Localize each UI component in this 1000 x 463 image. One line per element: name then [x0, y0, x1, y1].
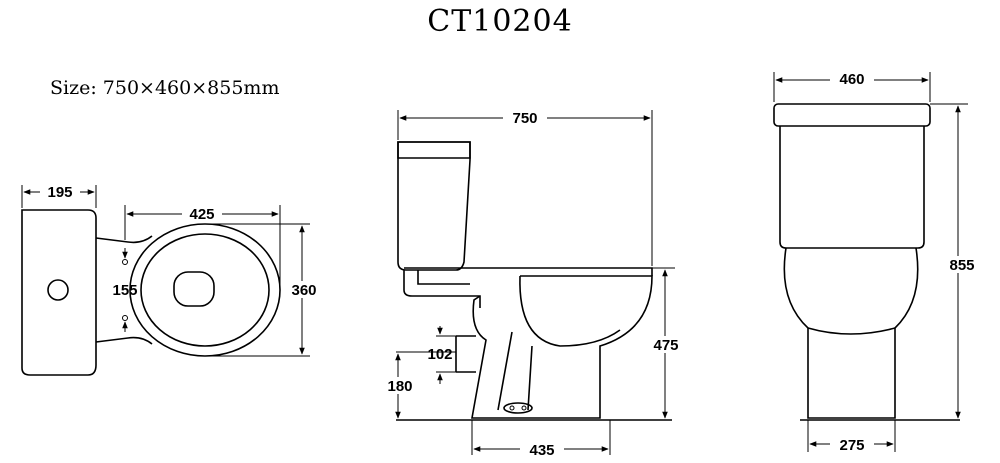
dim-360: 360: [291, 282, 316, 299]
top-view-opening: [173, 271, 215, 307]
front-view: 460 855 275: [773, 71, 982, 454]
side-view-tank: [397, 141, 471, 271]
model-title: CT10204: [427, 4, 573, 39]
top-view-bowl: [129, 223, 281, 357]
dim-750: 750: [512, 110, 537, 127]
dim-155: 155: [112, 282, 137, 299]
dim-855: 855: [949, 257, 974, 274]
dim-460: 460: [839, 71, 864, 88]
dim-425: 425: [189, 206, 214, 223]
front-view-tank-lid: [773, 103, 931, 127]
dim-435: 435: [529, 442, 554, 459]
front-view-bowl: [783, 247, 919, 419]
dim-275: 275: [839, 437, 864, 454]
dim-195: 195: [47, 184, 72, 201]
side-view: 102 180 750 475 435: [382, 110, 686, 459]
dim-475: 475: [653, 337, 678, 354]
front-view-tank: [779, 126, 925, 249]
top-view-tank: [21, 209, 97, 376]
size-label: Size: 750×460×855mm: [50, 77, 280, 99]
side-view-bowl: [471, 275, 653, 419]
top-view: 195 425 360 155: [21, 184, 324, 376]
dim-180: 180: [387, 378, 412, 395]
flush-button-icon: [47, 279, 69, 301]
dim-102: 102: [427, 346, 452, 363]
